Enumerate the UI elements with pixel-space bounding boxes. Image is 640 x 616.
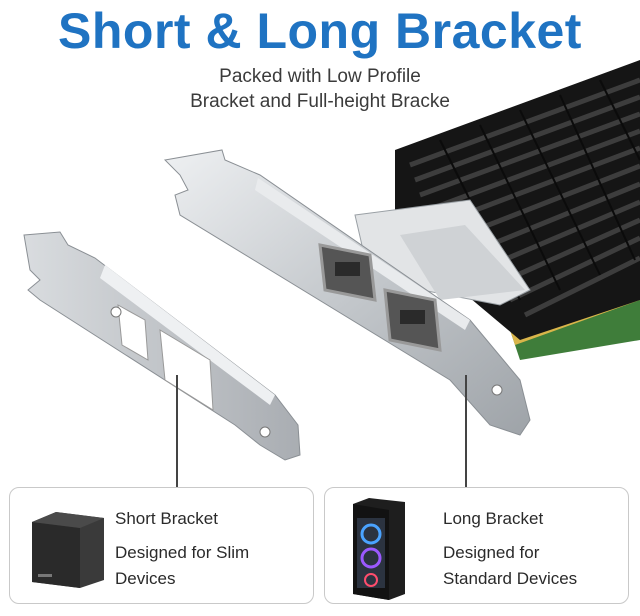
long-bracket [163,149,531,436]
long-bracket-desc-1: Designed for [443,543,540,562]
long-bracket-desc-2: Standard Devices [443,569,578,588]
tower-pc-icon [353,498,405,600]
short-bracket-connector [176,375,178,487]
short-bracket-desc-2: Devices [115,569,176,588]
mini-pc-icon [32,512,104,588]
short-bracket-title: Short Bracket [115,509,218,528]
product-illustration [23,60,640,461]
long-bracket-connector [465,375,467,487]
short-bracket-desc-1: Designed for Slim [115,543,250,562]
page-title: Short & Long Bracket [58,3,582,59]
short-bracket [23,231,301,461]
long-bracket-card: Long Bracket Designed for Standard Devic… [324,487,629,604]
rj45-port-2 [383,288,442,352]
short-bracket-card: Short Bracket Designed for Slim Devices [9,487,314,604]
subtitle-line-1: Packed with Low Profile [219,66,421,87]
subtitle-line-2: Bracket and Full-height Bracke [190,91,450,112]
long-bracket-title: Long Bracket [443,509,544,528]
page-subtitle: Packed with Low Profile Bracket and Full… [0,64,640,114]
rj45-port-1 [318,243,377,302]
